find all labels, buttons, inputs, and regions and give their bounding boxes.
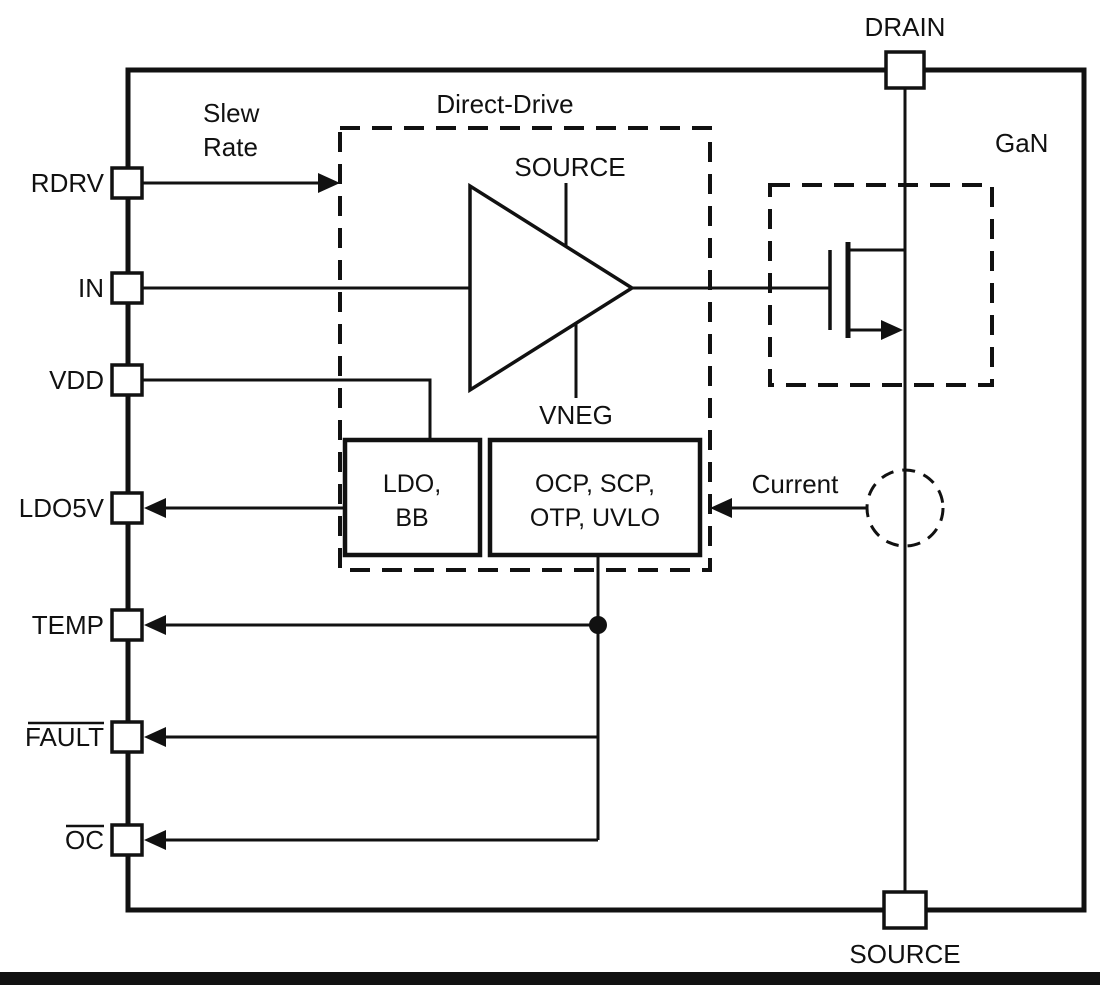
chip-outline bbox=[125, 67, 1087, 913]
pin-fault-label: FAULT bbox=[25, 722, 104, 752]
wires bbox=[143, 88, 907, 892]
pin-temp-label: TEMP bbox=[32, 610, 104, 640]
slew-rate-label-line1: Slew bbox=[203, 98, 260, 128]
amp-vneg-label: VNEG bbox=[539, 400, 613, 430]
pin-source: SOURCE bbox=[849, 890, 961, 969]
pin-oc-pad bbox=[110, 823, 144, 857]
arrowheads bbox=[144, 173, 903, 850]
arrow-current-icon bbox=[710, 498, 732, 518]
pin-drain: DRAIN bbox=[865, 12, 946, 90]
direct-drive-label: Direct-Drive bbox=[436, 89, 573, 119]
direct-drive-box bbox=[338, 126, 712, 572]
junction-dot bbox=[589, 616, 607, 634]
arrow-fault-icon bbox=[144, 727, 166, 747]
current-sense-circle-icon bbox=[865, 468, 945, 548]
pin-ldo5v-pad bbox=[110, 491, 144, 525]
arrow-fet-source-icon bbox=[881, 320, 903, 340]
pin-rdrv-pad bbox=[110, 166, 144, 200]
protection-box bbox=[487, 437, 703, 558]
pin-oc-label: OC bbox=[65, 825, 104, 855]
amp-source-label: SOURCE bbox=[514, 152, 625, 182]
pin-source-label: SOURCE bbox=[849, 939, 960, 969]
pin-source-pad bbox=[882, 890, 928, 930]
amplifier-triangle-icon bbox=[468, 182, 636, 394]
current-label: Current bbox=[752, 469, 839, 499]
ldo-bb-label-line1: LDO, bbox=[383, 470, 441, 498]
slew-rate-label-line2: Rate bbox=[203, 132, 258, 162]
pin-vdd-label: VDD bbox=[49, 365, 104, 395]
pin-temp-pad bbox=[110, 608, 144, 642]
pin-ldo5v-label: LDO5V bbox=[19, 493, 105, 523]
pin-vdd-pad bbox=[110, 363, 144, 397]
arrow-oc-icon bbox=[144, 830, 166, 850]
bottom-border-bar bbox=[0, 972, 1100, 985]
arrow-rdrv-icon bbox=[318, 173, 340, 193]
gan-label: GaN bbox=[995, 128, 1048, 158]
arrow-temp-icon bbox=[144, 615, 166, 635]
pin-rdrv-label: RDRV bbox=[31, 168, 105, 198]
pin-fault-pad bbox=[110, 720, 144, 754]
ldo-bb-box bbox=[342, 437, 483, 558]
protection-label-line1: OCP, SCP, bbox=[535, 470, 655, 498]
gan-box bbox=[768, 183, 994, 387]
protection-label-line2: OTP, UVLO bbox=[530, 504, 660, 532]
pin-in-label: IN bbox=[78, 273, 104, 303]
pin-in-pad bbox=[110, 271, 144, 305]
arrow-ldo5v-icon bbox=[144, 498, 166, 518]
wire-vdd bbox=[143, 378, 432, 440]
ldo-bb-label-line2: BB bbox=[395, 504, 428, 532]
gan-fet-icon bbox=[828, 242, 905, 338]
pin-drain-pad bbox=[884, 50, 926, 90]
pin-drain-label: DRAIN bbox=[865, 12, 946, 42]
left-pins: RDRV IN VDD LDO5V TEMP FAULT OC bbox=[19, 166, 144, 857]
